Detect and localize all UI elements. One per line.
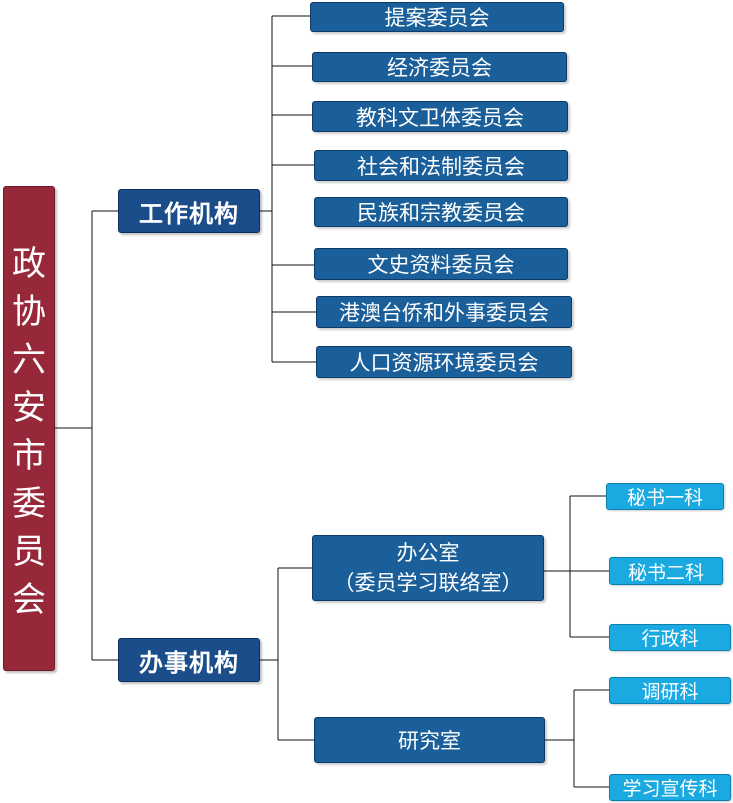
committee-label: 港澳台侨和外事委员会 [339, 301, 549, 325]
office-dept-node: 办事机构 [118, 638, 260, 682]
section-label: 秘书二科 [627, 561, 704, 584]
research-node: 研究室 [314, 717, 545, 763]
committee-node: 文史资料委员会 [314, 248, 568, 280]
committee-label: 民族和宗教委员会 [357, 201, 525, 225]
work-dept-label: 工作机构 [139, 199, 239, 228]
committee-label: 文史资料委员会 [367, 253, 515, 277]
committee-node: 社会和法制委员会 [314, 150, 568, 181]
root-label: 政协六安市委员会 [12, 243, 46, 620]
section-label: 调研科 [641, 681, 699, 703]
committee-label: 人口资源环境委员会 [349, 351, 539, 375]
work-dept-node: 工作机构 [118, 189, 260, 233]
section-label: 行政科 [641, 628, 699, 650]
committee-node: 港澳台侨和外事委员会 [316, 296, 572, 328]
office-label: 办公室 [396, 541, 460, 565]
root-node: 政协六安市委员会 [3, 186, 55, 671]
office-sublabel: （委员学习联络室） [333, 571, 523, 595]
section-node: 秘书二科 [609, 557, 723, 585]
committee-node: 经济委员会 [312, 52, 567, 82]
committee-node: 教科文卫体委员会 [312, 101, 568, 132]
committee-label: 教科文卫体委员会 [356, 105, 524, 130]
section-node: 行政科 [609, 624, 731, 651]
committee-node: 民族和宗教委员会 [314, 197, 568, 227]
committee-node: 提案委员会 [310, 2, 564, 32]
committee-node: 人口资源环境委员会 [316, 346, 572, 378]
office-dept-label: 办事机构 [139, 648, 239, 677]
committee-label: 经济委员会 [387, 56, 492, 80]
section-label: 秘书一科 [626, 487, 703, 509]
section-node: 秘书一科 [606, 483, 724, 510]
research-label: 研究室 [398, 729, 461, 753]
committee-label: 提案委员会 [384, 6, 490, 30]
section-label: 学习宣传科 [622, 778, 718, 800]
committee-label: 社会和法制委员会 [357, 154, 525, 179]
section-node: 调研科 [609, 677, 731, 704]
office-node: 办公室 （委员学习联络室） [312, 535, 544, 601]
section-node: 学习宣传科 [609, 774, 731, 801]
